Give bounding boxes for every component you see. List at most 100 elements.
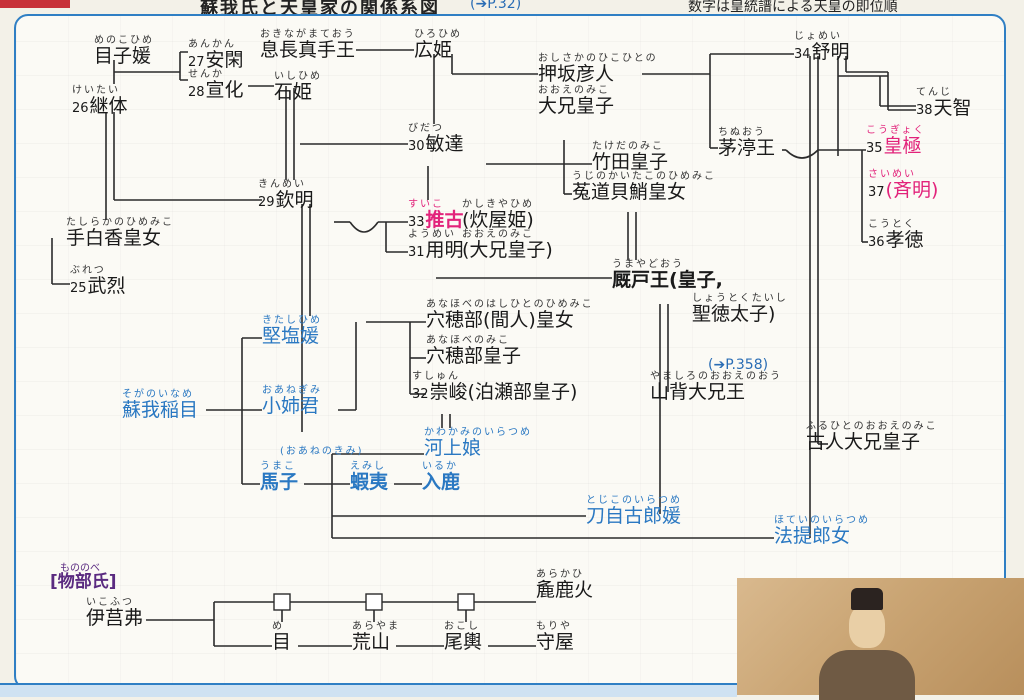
person-iname: そがのいなめ蘇我稲目 bbox=[122, 390, 198, 420]
person-ruby: おあねぎみ bbox=[262, 385, 322, 396]
person-ishihime: いしひめ石姫 bbox=[274, 72, 322, 102]
person-ruby: おこし bbox=[444, 621, 480, 632]
emperor-number: 28 bbox=[188, 85, 205, 100]
person-ikofutsu: いこふつ伊莒弗 bbox=[86, 598, 143, 628]
person-hotei: ほていのいらつめ法提郎女 bbox=[774, 516, 870, 546]
person-name: (大兄皇子) bbox=[462, 239, 553, 261]
person-oane: おあねぎみ小姉君 bbox=[262, 386, 322, 416]
person-oenomiko2: おおえのみこ(大兄皇子) bbox=[462, 230, 553, 260]
emperor-number: 27 bbox=[188, 55, 205, 70]
person-name: 武烈 bbox=[87, 275, 126, 297]
emperor-number: 32 bbox=[412, 387, 429, 402]
person-okinaga: おきながまておう息長真手王 bbox=[260, 30, 356, 60]
person-name: 法提郎女 bbox=[774, 525, 851, 547]
person-arakahi: あらかひ麁鹿火 bbox=[536, 570, 593, 600]
person-name: 押坂彦人 bbox=[538, 63, 615, 85]
person-name: 穴穂部皇子 bbox=[426, 345, 522, 367]
person-name: 荒山 bbox=[352, 631, 391, 653]
person-ruby: あなほべのみこ bbox=[426, 335, 510, 346]
person-ruby: ちぬおう bbox=[718, 127, 766, 138]
person-name: (炊屋姫) bbox=[462, 209, 534, 231]
person-mekohime: めのこひめ目子媛 bbox=[94, 36, 154, 66]
person-name: 入鹿 bbox=[422, 471, 461, 493]
person-ruby: すいこ bbox=[408, 199, 444, 210]
person-name: 孝徳 bbox=[885, 229, 924, 251]
person-name: 古人大兄皇子 bbox=[806, 431, 921, 453]
person-ruby: ようめい bbox=[408, 229, 456, 240]
emperor-number: 31 bbox=[408, 245, 425, 260]
page-ref-link[interactable]: (➔P.32) bbox=[470, 0, 522, 12]
emperor-number: 37 bbox=[868, 185, 885, 200]
person-ruby: おきながまておう bbox=[260, 29, 356, 40]
person-ruby: うまやどおう bbox=[612, 259, 684, 270]
person-name: 馬子 bbox=[260, 471, 299, 493]
person-name: 伊莒弗 bbox=[86, 607, 144, 629]
umayado-ref-link[interactable]: (➔P.358) bbox=[708, 357, 769, 373]
person-umayado: うまやどおう厩戸王(皇子, bbox=[612, 260, 723, 290]
portrait-face bbox=[849, 604, 885, 648]
person-name: 息長真手王 bbox=[260, 39, 356, 61]
person-name: 舒明 bbox=[811, 41, 850, 63]
person-ruby: こうとく bbox=[868, 219, 916, 230]
person-ruby: たしらかのひめみこ bbox=[66, 217, 174, 228]
person-ruby: ふるひとのおおえのみこ bbox=[806, 421, 938, 432]
person-name: 聖徳太子) bbox=[692, 303, 776, 325]
person-yamashiro: やましろのおおえのおう山背大兄王 bbox=[650, 372, 782, 402]
person-anahobe2: あなほべのみこ穴穂部皇子 bbox=[426, 336, 521, 366]
portrait-image bbox=[737, 578, 1024, 700]
person-name: 皇極 bbox=[883, 135, 922, 157]
person-ruby: かわかみのいらつめ bbox=[424, 427, 532, 438]
portrait-robe bbox=[819, 650, 915, 700]
person-ruby: おしさかのひこひとの bbox=[538, 53, 658, 64]
person-name: 蘇我稲目 bbox=[122, 399, 199, 421]
person-ruby: えみし bbox=[350, 461, 386, 472]
person-name: 目 bbox=[272, 631, 292, 653]
person-ruby: うまこ bbox=[260, 461, 296, 472]
person-name: 守屋 bbox=[536, 631, 575, 653]
person-chinu: ちぬおう茅渟王 bbox=[718, 128, 775, 158]
person-ruby: てんじ bbox=[916, 87, 952, 98]
person-ruby: けいたい bbox=[72, 85, 120, 96]
person-name: 広姫 bbox=[414, 39, 453, 61]
line-bridge-chinu bbox=[785, 149, 819, 159]
person-ruby: ぶれつ bbox=[70, 265, 106, 276]
person-ruby: きたしひめ bbox=[262, 315, 322, 326]
person-ruby: めのこひめ bbox=[94, 35, 154, 46]
mononobe-clan-label: もののべ [物部氏] bbox=[50, 564, 117, 591]
person-name: 茅渟王 bbox=[718, 137, 776, 159]
unknown-box-1 bbox=[273, 593, 291, 611]
emperor-number: 30 bbox=[408, 139, 425, 154]
person-ruby: こうぎょく bbox=[866, 125, 926, 136]
person-kashikiya: かしきやひめ(炊屋姫) bbox=[462, 200, 534, 230]
person-name: 石姫 bbox=[274, 81, 313, 103]
person-name: 山背大兄王 bbox=[650, 381, 746, 403]
person-ruby: おおえのみこ bbox=[538, 85, 610, 96]
person-name: 刀自古郎媛 bbox=[586, 505, 682, 527]
person-name: 菟道貝鮹皇女 bbox=[572, 181, 687, 203]
person-moriya: もりや守屋 bbox=[536, 622, 574, 652]
person-okoshi: おこし尾輿 bbox=[444, 622, 482, 652]
page-note: 数字は皇統譜による天皇の即位順 bbox=[688, 0, 898, 15]
emperor-number: 29 bbox=[258, 195, 275, 210]
emperor-number: 34 bbox=[794, 47, 811, 62]
person-name: 手白香皇女 bbox=[66, 227, 162, 249]
person-ruby: しょうとくたいし bbox=[692, 293, 788, 304]
person-shirakaka: たしらかのひめみこ手白香皇女 bbox=[66, 218, 174, 248]
person-ruby: きんめい bbox=[258, 179, 306, 190]
bottom-strip bbox=[0, 683, 737, 697]
person-ruby: あらかひ bbox=[536, 569, 584, 580]
person-name: 厩戸王(皇子, bbox=[612, 269, 723, 291]
tree-lines bbox=[51, 49, 916, 647]
person-oenomiko1: おおえのみこ大兄皇子 bbox=[538, 86, 614, 116]
person-hirohime: ひろひめ広姫 bbox=[414, 30, 462, 60]
person-uji: うじのかいたこのひめみこ菟道貝鮹皇女 bbox=[572, 172, 716, 202]
person-name: 竹田皇子 bbox=[592, 151, 669, 173]
